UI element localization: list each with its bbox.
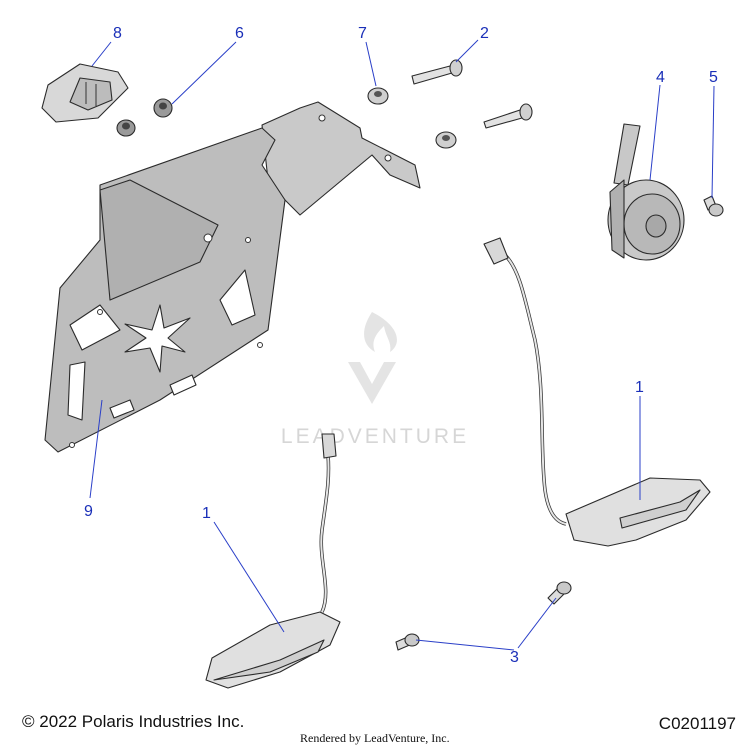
callout-2: 2 (480, 25, 489, 42)
callout-1-left: 1 (202, 505, 211, 522)
callout-5: 5 (709, 69, 718, 86)
leader-9 (89, 399, 103, 499)
horn-screw (703, 195, 724, 217)
leader-3b (517, 597, 557, 649)
copyright-text: © 2022 Polaris Industries Inc. (22, 712, 245, 731)
leader-1b (213, 521, 285, 633)
watermark-text: LEADVENTURE (281, 425, 469, 448)
callout-9: 9 (84, 503, 93, 520)
callout-1-right: 1 (635, 379, 644, 396)
rendered-by-text: Rendered by LeadVenture, Inc. (300, 731, 450, 745)
diagram-code: C0201197 (658, 714, 736, 733)
leader-8 (91, 41, 112, 67)
horn (607, 123, 685, 261)
turn-signal-screws (395, 581, 572, 651)
bolts (411, 59, 533, 129)
leader-lines (89, 39, 715, 651)
leader-4 (649, 84, 661, 181)
grommets (116, 98, 173, 137)
leader-3a (415, 639, 515, 651)
leader-2 (455, 39, 479, 63)
callout-8: 8 (113, 25, 122, 42)
callout-7: 7 (358, 25, 367, 42)
leader-6 (171, 41, 237, 105)
leader-5 (711, 85, 715, 199)
turn-signal-left (205, 433, 341, 689)
callout-3: 3 (510, 649, 519, 666)
callout-4: 4 (656, 69, 665, 86)
plate-light-housing (41, 63, 129, 123)
turn-signal-right (483, 237, 711, 547)
leadventure-watermark: LEADVENTURE (281, 312, 469, 448)
flange-nuts (367, 87, 457, 149)
leader-7 (365, 41, 377, 87)
license-plate-bracket (44, 101, 421, 453)
callout-labels: 8 6 7 2 4 5 1 9 1 3 (84, 25, 718, 666)
callout-6: 6 (235, 25, 244, 42)
